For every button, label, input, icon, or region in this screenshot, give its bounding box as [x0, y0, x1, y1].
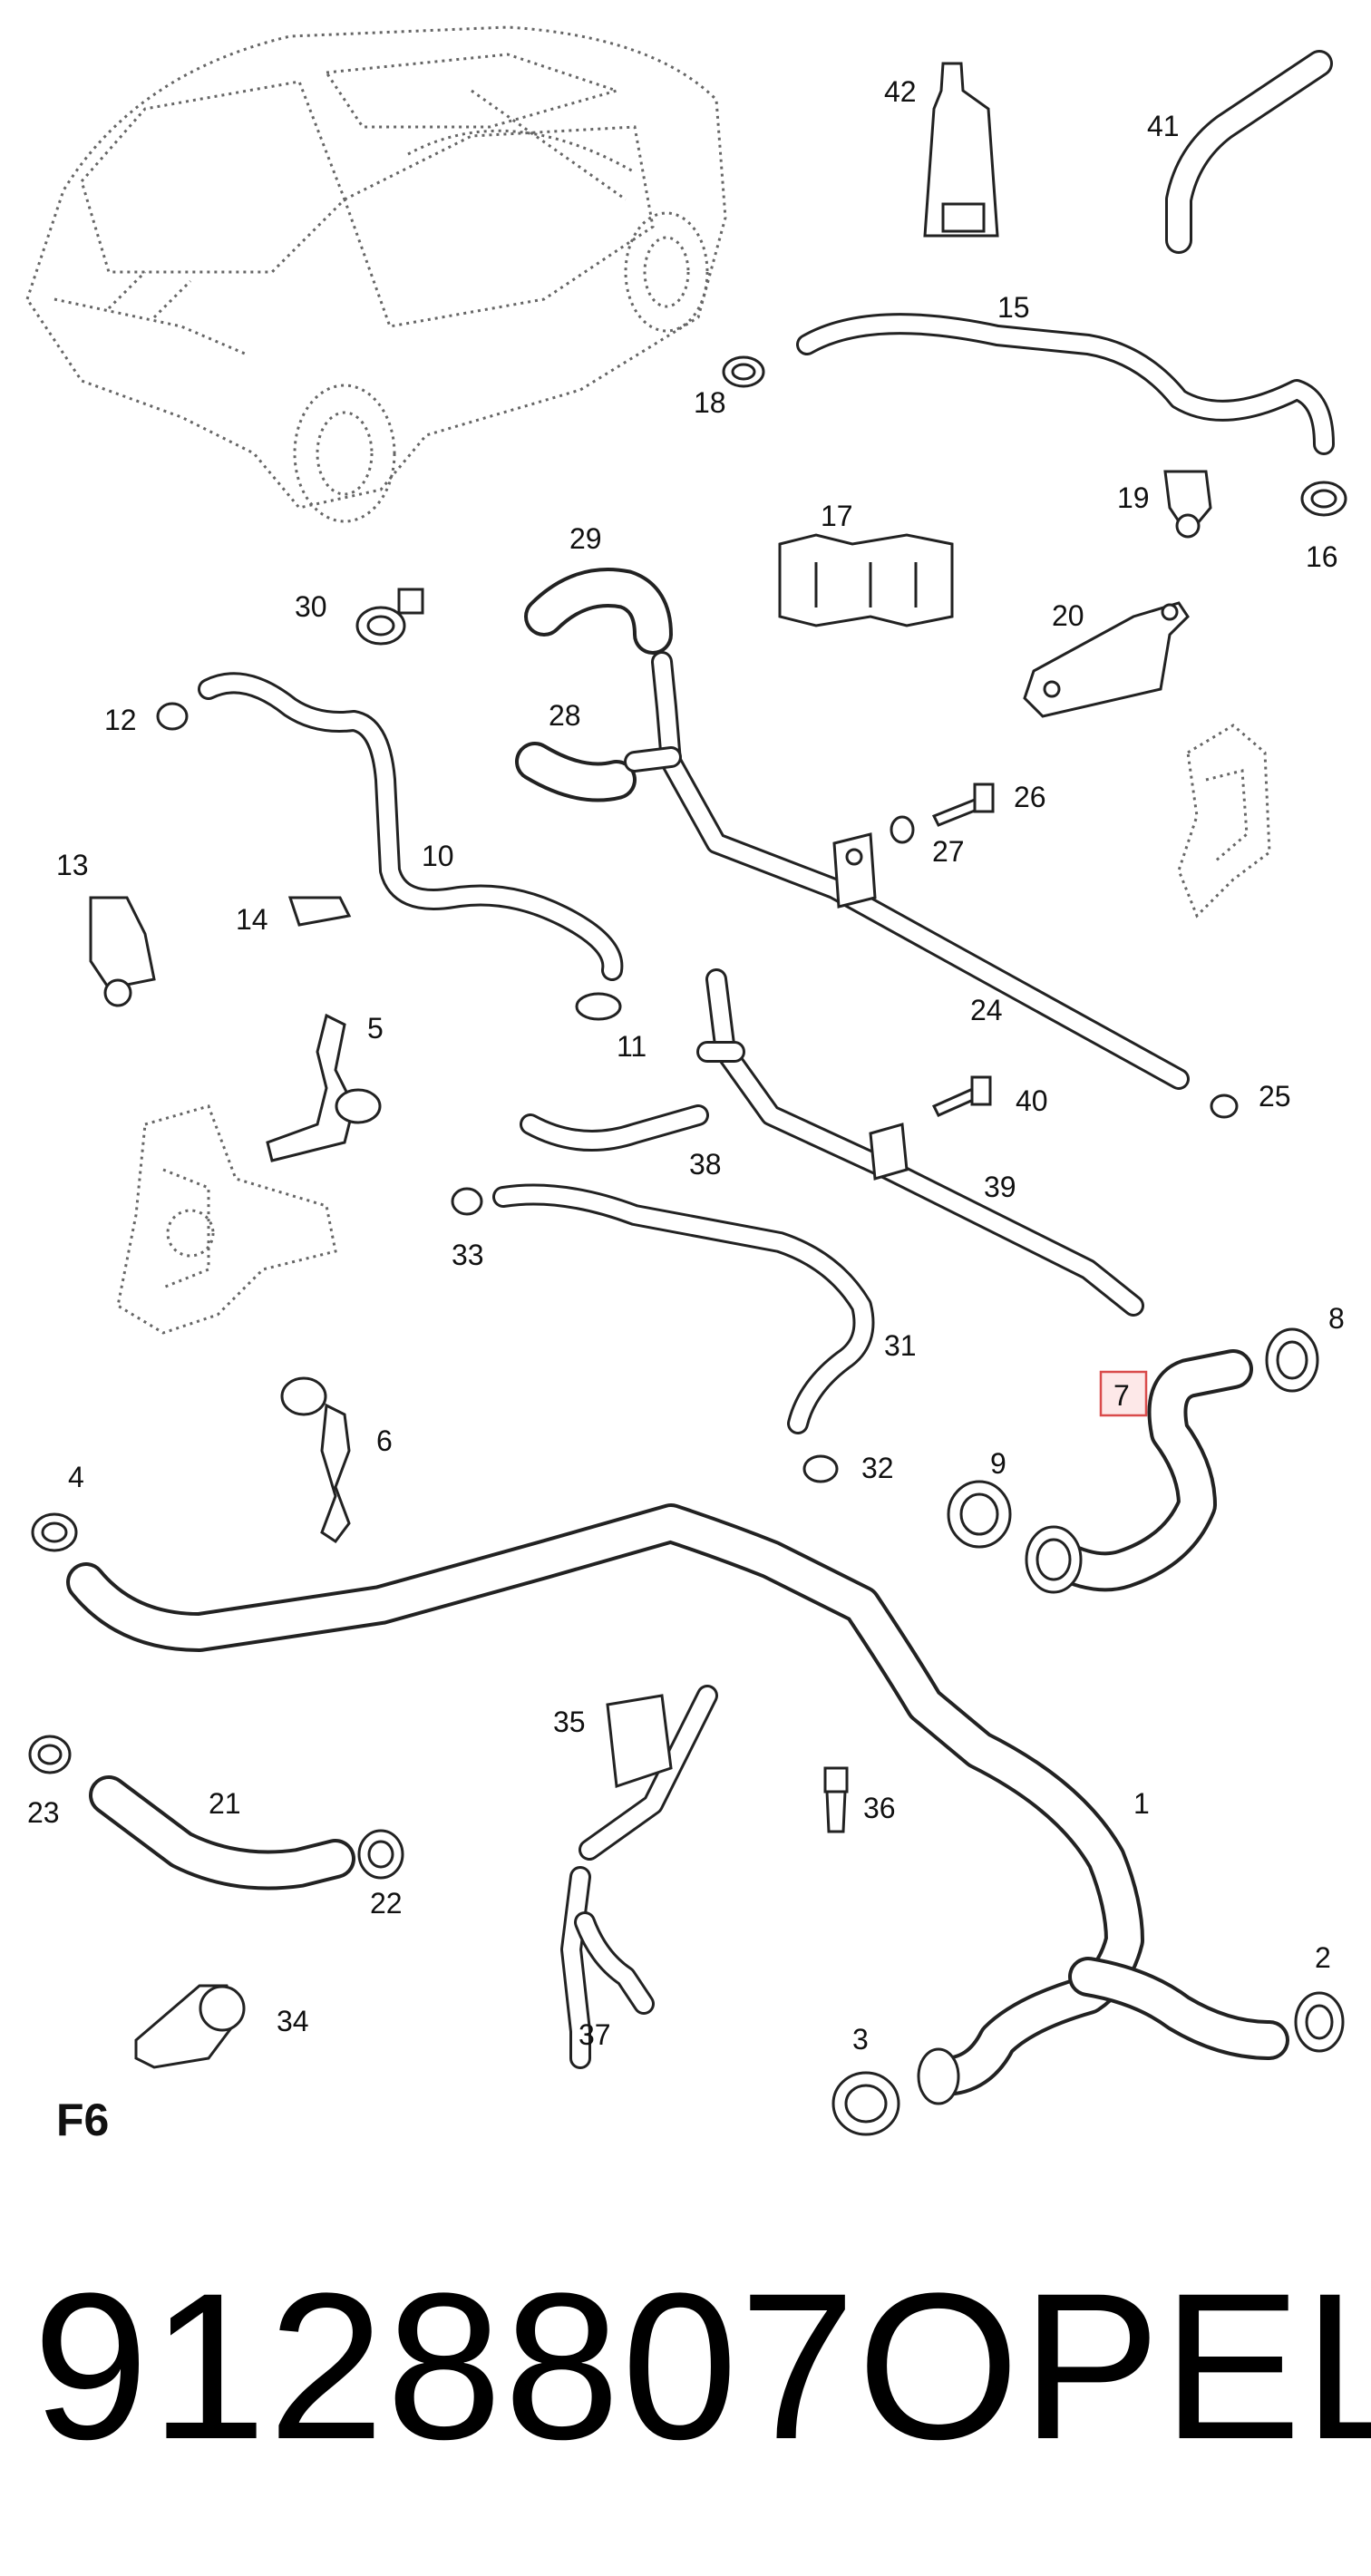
- part-12-clamp: [156, 702, 189, 731]
- callout-5: 5: [367, 1012, 384, 1045]
- part-8-clamp: [1265, 1327, 1319, 1393]
- part-13-clip: [89, 896, 156, 1007]
- callout-labels: 1 2 3 4 5 6 7 8 9 10 11 12 13 14 15 16 1…: [27, 75, 1345, 2056]
- callout-40: 40: [1016, 1084, 1048, 1117]
- callout-41: 41: [1147, 110, 1180, 142]
- callout-17: 17: [821, 500, 853, 532]
- callout-37: 37: [579, 2018, 611, 2051]
- part-6-clip: [280, 1376, 351, 1544]
- callout-2: 2: [1315, 1941, 1331, 1974]
- callout-35: 35: [553, 1706, 586, 1738]
- callout-23: 23: [27, 1796, 60, 1829]
- callout-3: 3: [852, 2023, 869, 2056]
- part-5-bracket: [266, 1013, 382, 1162]
- part-17-bracket: [778, 533, 954, 627]
- callout-29: 29: [569, 522, 602, 555]
- part-34-clip: [134, 1984, 246, 2069]
- callout-4: 4: [68, 1461, 84, 1493]
- callout-21: 21: [209, 1787, 241, 1820]
- part-33-clamp: [451, 1187, 483, 1216]
- part-14-bracket: [287, 896, 352, 927]
- part-10-hose: [198, 672, 624, 981]
- part-caption: 9128807 OPEL: [0, 2231, 1371, 2503]
- part-35-bracket-pipe: [560, 1685, 718, 2069]
- part-1-main-hose: [66, 1503, 1289, 2105]
- callout-14: 14: [236, 903, 268, 936]
- dotted-bracket-outline: [1177, 724, 1271, 919]
- callout-25: 25: [1259, 1080, 1291, 1113]
- parts-diagram: 1 2 3 4 5 6 7 8 9 10 11 12 13 14 15 16 1…: [25, 25, 1347, 2145]
- part-37-small-hose: [574, 1911, 655, 2015]
- part-21-hose: [89, 1775, 355, 1891]
- car-outline-illustration: [25, 25, 727, 523]
- callout-32: 32: [861, 1452, 894, 1484]
- part-11-clamp: [575, 992, 622, 1021]
- callout-20: 20: [1052, 599, 1084, 632]
- callout-30: 30: [295, 590, 327, 623]
- part-27-washer: [890, 815, 915, 844]
- part-18-clamp: [722, 355, 765, 388]
- callout-42: 42: [884, 75, 917, 108]
- callout-28: 28: [549, 699, 581, 732]
- dotted-engine-bracket-outline: [116, 1104, 337, 1335]
- callout-8: 8: [1328, 1302, 1345, 1335]
- callout-9: 9: [990, 1447, 1006, 1480]
- part-41-small-hose: [1165, 50, 1333, 254]
- part-22-clamp: [357, 1829, 404, 1880]
- callout-19: 19: [1117, 481, 1150, 514]
- callout-34: 34: [277, 2005, 309, 2037]
- callout-22: 22: [370, 1887, 403, 1920]
- part-15-hose: [796, 313, 1335, 455]
- brand-name: OPEL: [857, 2250, 1371, 2483]
- part-16-clamp: [1300, 481, 1347, 517]
- part-38-hose: [520, 1104, 709, 1152]
- part-36-bolt: [823, 1766, 849, 1833]
- callout-16: 16: [1306, 540, 1338, 573]
- callout-18: 18: [694, 386, 726, 419]
- part-25-washer: [1210, 1094, 1239, 1119]
- callout-12: 12: [104, 704, 137, 736]
- callout-24: 24: [970, 994, 1003, 1026]
- part-30-clamp: [355, 588, 424, 646]
- callout-27: 27: [932, 835, 965, 868]
- callout-10: 10: [422, 840, 454, 872]
- part-28-elbow-hose: [515, 742, 637, 802]
- part-39-pipe: [696, 968, 1144, 1317]
- part-23-clamp: [28, 1735, 72, 1774]
- part-19-clip: [1163, 470, 1212, 539]
- part-20-bracket: [1023, 601, 1190, 718]
- callout-7: 7: [1113, 1379, 1130, 1412]
- callout-38: 38: [689, 1148, 722, 1181]
- callout-31: 31: [884, 1329, 917, 1362]
- part-7-molded-hose: [1025, 1349, 1253, 1594]
- part-number: 9128807: [33, 2250, 858, 2483]
- callout-6: 6: [376, 1424, 393, 1457]
- callout-26: 26: [1014, 781, 1046, 813]
- part-31-hose: [492, 1183, 875, 1434]
- part-29-elbow-hose: [524, 568, 673, 655]
- part-40-bolt: [931, 1075, 992, 1117]
- part-32-clamp: [802, 1454, 839, 1483]
- part-4-clamp: [31, 1512, 78, 1552]
- part-3-clamp: [831, 2071, 900, 2136]
- callout-1: 1: [1133, 1787, 1150, 1820]
- part-42-sealant-tube: [923, 62, 999, 238]
- callout-15: 15: [997, 291, 1030, 324]
- part-24-pipe: [624, 651, 1190, 1090]
- part-9-clamp: [947, 1480, 1012, 1549]
- part-2-clamp: [1294, 1991, 1345, 2053]
- callout-13: 13: [56, 849, 89, 881]
- page-label: F6: [56, 2095, 109, 2145]
- highlight-box-7: [1099, 1370, 1148, 1417]
- callout-39: 39: [984, 1171, 1016, 1203]
- callout-36: 36: [863, 1792, 896, 1824]
- callout-11: 11: [617, 1030, 647, 1063]
- part-26-bolt: [931, 783, 995, 827]
- callout-33: 33: [452, 1239, 484, 1271]
